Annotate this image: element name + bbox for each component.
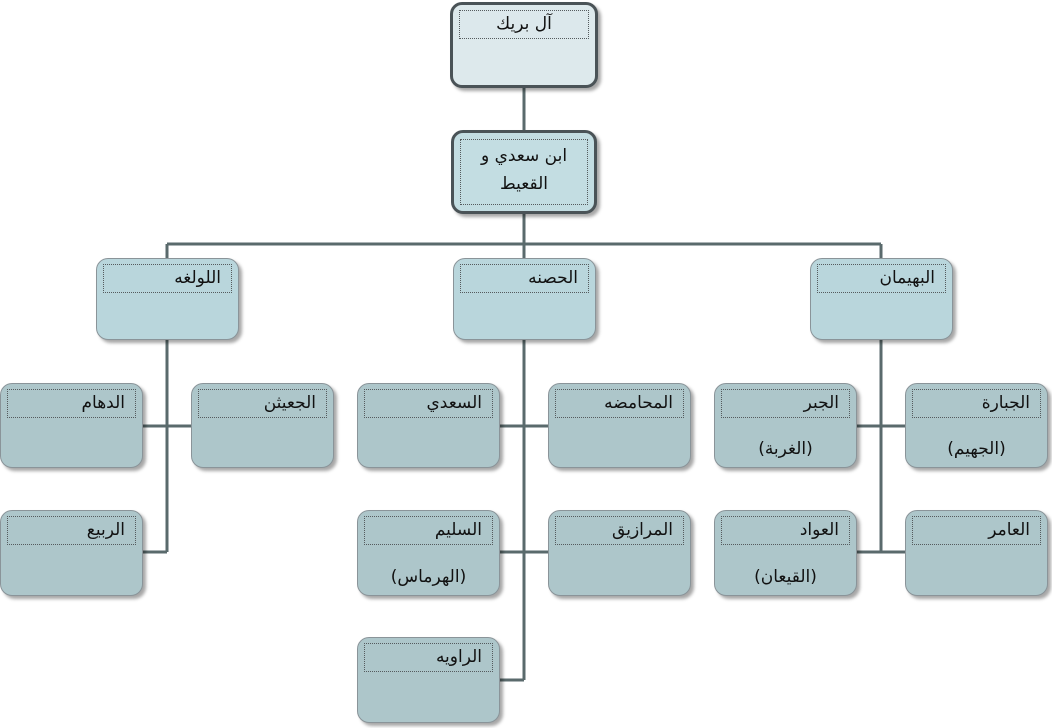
node-dahham-label: الدهام: [7, 389, 136, 418]
node-branch-bahiman-label: البهيمان: [817, 264, 946, 293]
node-saadi-label: السعدي: [364, 389, 493, 418]
node-jabbara-sublabel: (الجهيم): [947, 439, 1006, 459]
node-marazeeq[interactable]: المرازيق: [548, 510, 691, 596]
node-juaithin[interactable]: الجعيثن: [191, 383, 334, 468]
node-rawiya[interactable]: الراويه: [357, 637, 500, 723]
node-branch-bahiman[interactable]: البهيمان: [810, 258, 953, 340]
node-awwad[interactable]: العواد (القيعان): [714, 510, 857, 596]
node-jabr[interactable]: الجبر (الغربة): [714, 383, 857, 468]
node-root[interactable]: آل بريك: [450, 2, 598, 88]
node-level1-label: ابن سعدي و القعيط: [460, 139, 588, 205]
node-branch-lulgha[interactable]: اللولغه: [96, 258, 239, 340]
node-juaithin-label: الجعيثن: [198, 389, 327, 418]
node-saadi[interactable]: السعدي: [357, 383, 500, 468]
node-jabr-label: الجبر: [721, 389, 850, 418]
connector-group: [143, 88, 905, 682]
node-level1[interactable]: ابن سعدي و القعيط: [451, 130, 597, 214]
node-jabbara[interactable]: الجبارة (الجهيم): [905, 383, 1048, 468]
node-root-label: آل بريك: [459, 10, 589, 39]
node-salim[interactable]: السليم (الهرماس): [357, 510, 500, 596]
node-rawiya-label: الراويه: [364, 643, 493, 672]
node-rabia[interactable]: الربيع: [0, 510, 143, 596]
node-amer-label: العامر: [912, 516, 1041, 545]
node-rabia-label: الربيع: [7, 516, 136, 545]
node-jabr-sublabel: (الغربة): [758, 439, 813, 459]
node-branch-hasna-label: الحصنه: [460, 264, 589, 293]
node-awwad-label: العواد: [721, 516, 850, 545]
node-jabbara-label: الجبارة: [912, 389, 1041, 418]
node-branch-hasna[interactable]: الحصنه: [453, 258, 596, 340]
node-marazeeq-label: المرازيق: [555, 516, 684, 545]
node-mahamdha[interactable]: المحامضه: [548, 383, 691, 468]
node-salim-label: السليم: [364, 516, 493, 545]
node-amer[interactable]: العامر: [905, 510, 1048, 596]
node-dahham[interactable]: الدهام: [0, 383, 143, 468]
node-salim-sublabel: (الهرماس): [390, 567, 467, 587]
node-mahamdha-label: المحامضه: [555, 389, 684, 418]
node-awwad-sublabel: (القيعان): [754, 567, 817, 587]
node-branch-lulgha-label: اللولغه: [103, 264, 232, 293]
